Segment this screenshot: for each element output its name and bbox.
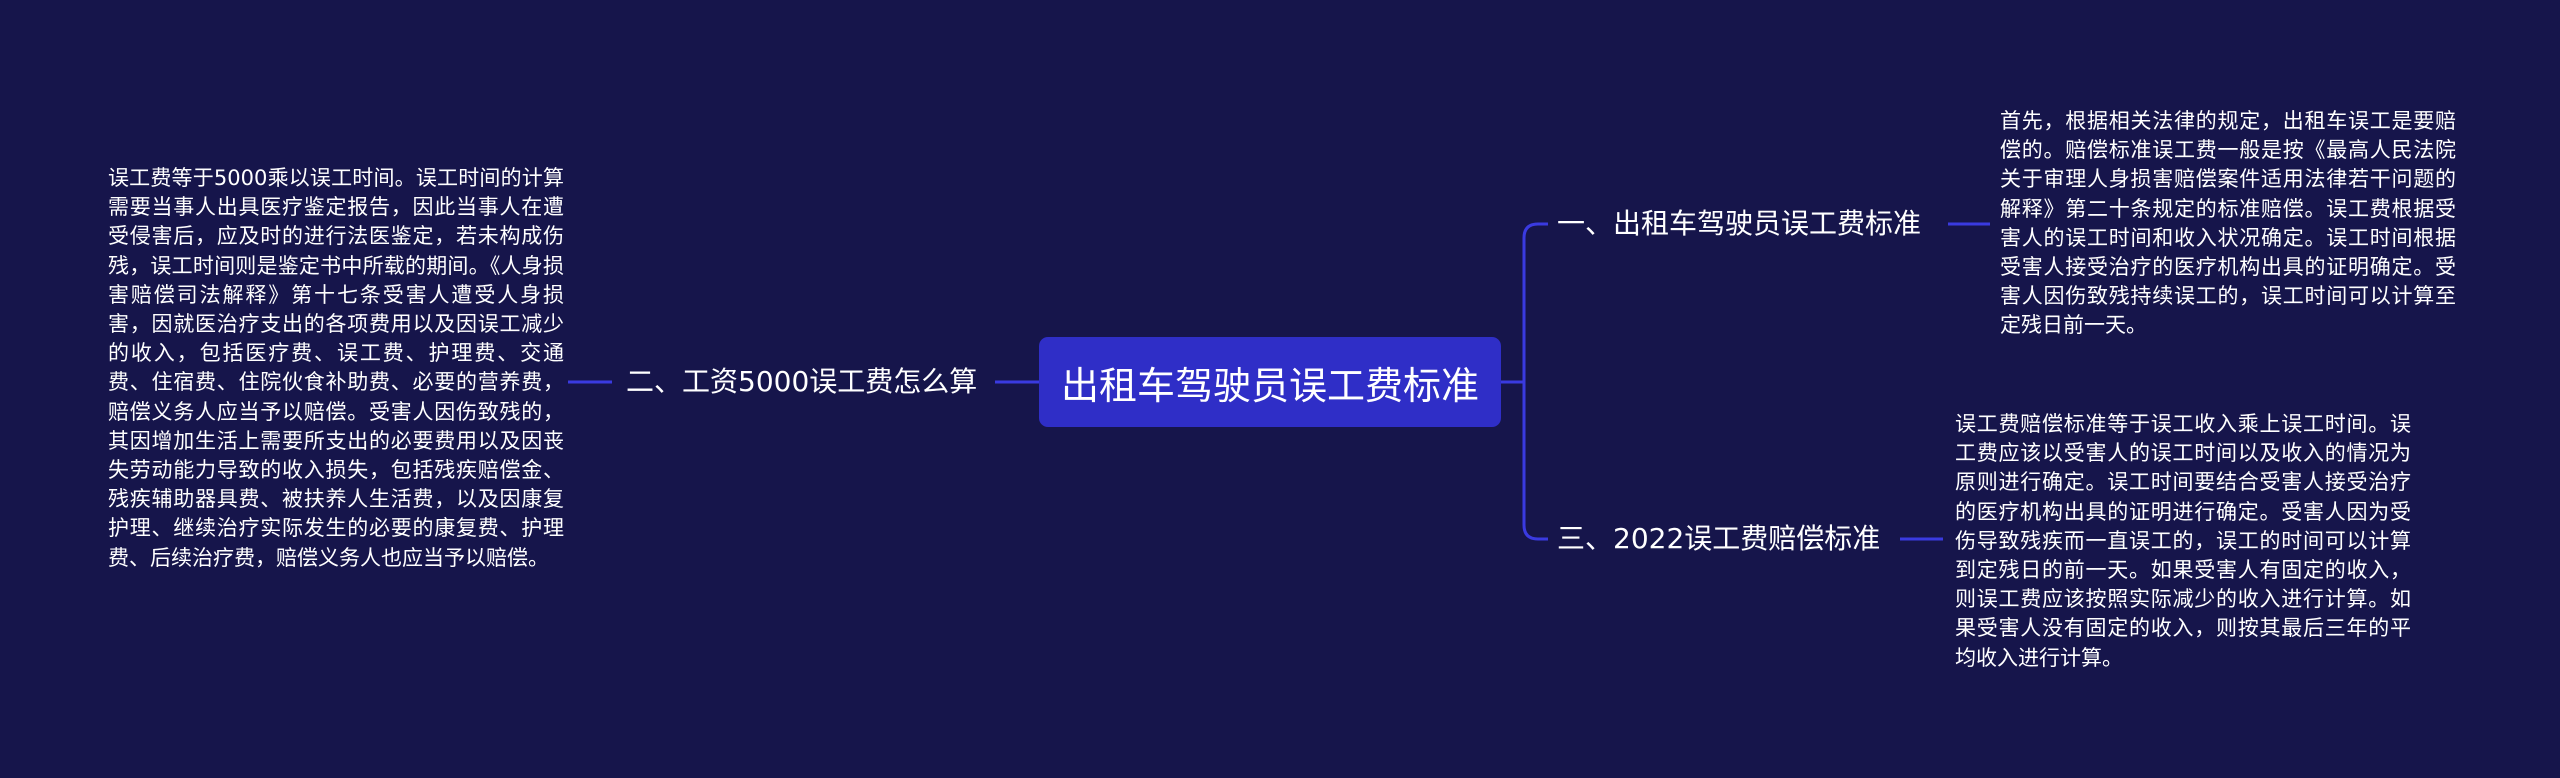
connector-trunk-to-branch-1 (1522, 222, 1548, 382)
branch-label: 一、出租车驾驶员误工费标准 (1557, 207, 1922, 240)
connector-trunk-to-branch-3 (1522, 382, 1548, 541)
root-node[interactable]: 出租车驾驶员误工费标准 (1039, 337, 1501, 427)
branch-node-1[interactable]: 一、出租车驾驶员误工费标准 (1557, 204, 1921, 244)
branch-node-3[interactable]: 三、2022误工费赔偿标准 (1557, 519, 1880, 559)
branch-label: 三、2022误工费赔偿标准 (1557, 522, 1881, 555)
leaf-text: 误工费等于5000乘以误工时间。误工时间的计算需要当事人出具医疗鉴定报告，因此当… (108, 166, 564, 570)
branch-label: 二、工资5000误工费怎么算 (626, 365, 978, 398)
leaf-text: 首先，根据相关法律的规定，出租车误工是要赔偿的。赔偿标准误工费一般是按《最高人民… (2000, 109, 2456, 338)
leaf-text: 误工费赔偿标准等于误工收入乘上误工时间。误工费应该以受害人的误工时间以及收入的情… (1955, 412, 2411, 670)
root-title: 出租车驾驶员误工费标准 (1060, 363, 1479, 408)
leaf-node-1: 首先，根据相关法律的规定，出租车误工是要赔偿的。赔偿标准误工费一般是按《最高人民… (2000, 107, 2456, 341)
leaf-node-3: 误工费赔偿标准等于误工收入乘上误工时间。误工费应该以受害人的误工时间以及收入的情… (1955, 410, 2411, 673)
leaf-node-2: 误工费等于5000乘以误工时间。误工时间的计算需要当事人出具医疗鉴定报告，因此当… (108, 164, 564, 573)
branch-node-2[interactable]: 二、工资5000误工费怎么算 (626, 362, 977, 402)
